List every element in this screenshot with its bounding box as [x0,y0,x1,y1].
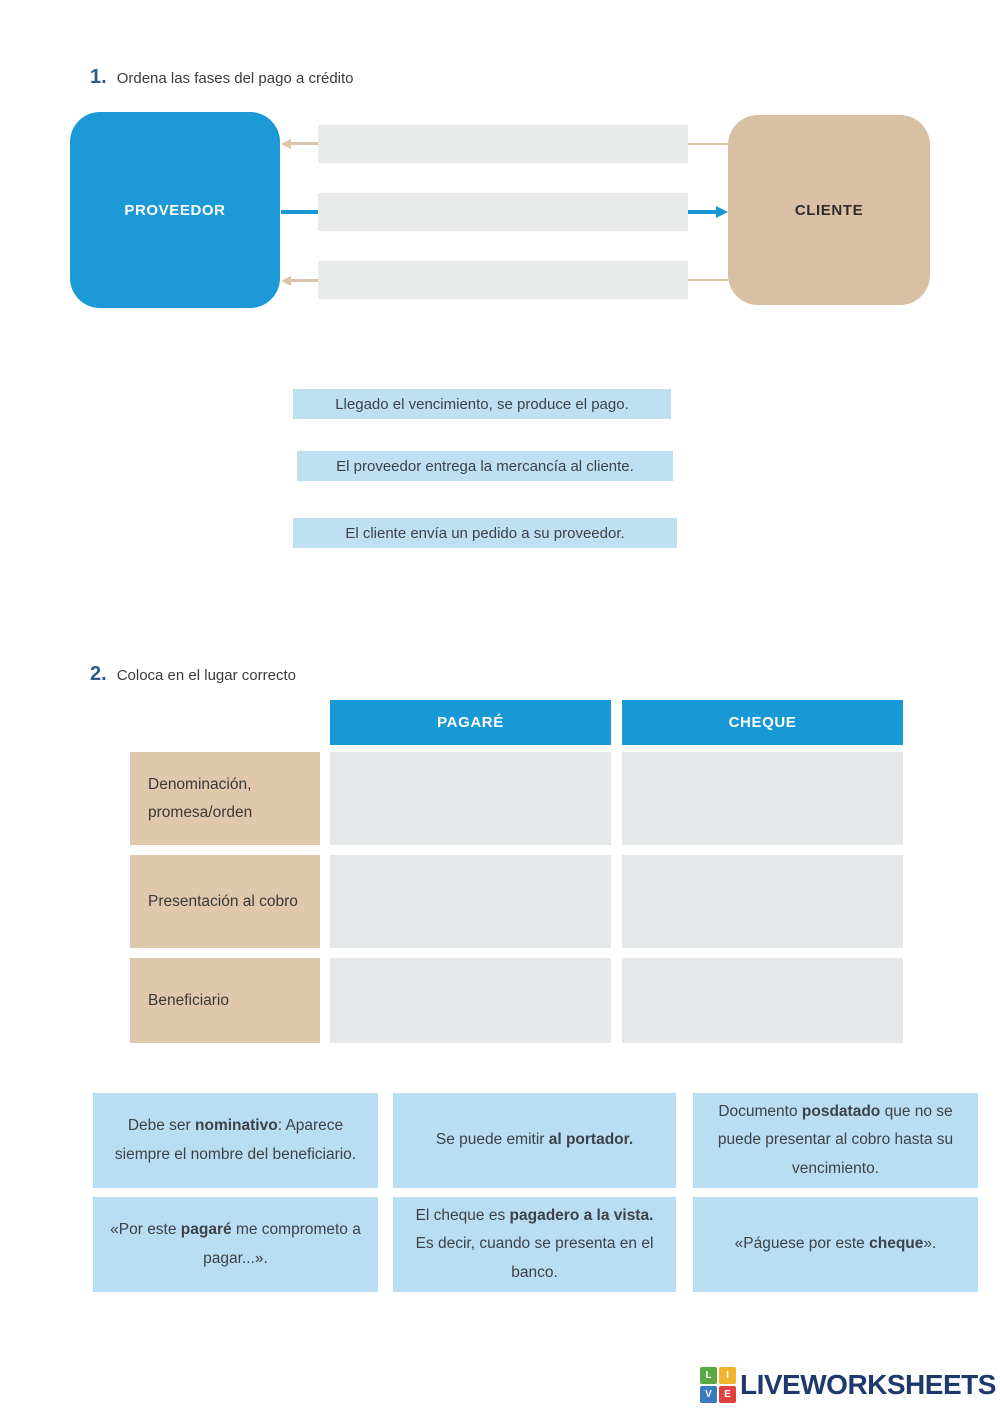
row-label-denominacion: Denominación, promesa/orden [130,752,320,845]
arrow-left-icon [281,276,291,286]
logo-square-i: I [719,1367,736,1384]
arrow-line-mid-left [281,210,318,214]
answer-slot-1[interactable] [318,125,688,163]
liveworksheets-logo-text: LIVEWORKSHEETS [740,1369,996,1400]
drag-chip-cheque-quote[interactable]: «Páguese por este cheque». [693,1197,978,1292]
table-header-pagare: PAGARÉ [330,700,611,745]
drop-cell-cheque-beneficiario[interactable] [622,958,903,1043]
table-header-cheque: CHEQUE [622,700,903,745]
drag-chip-delivery[interactable]: El proveedor entrega la mercancía al cli… [297,451,673,481]
drop-cell-pagare-presentacion[interactable] [330,855,611,948]
logo-square-v: V [700,1386,717,1403]
row-label-presentacion: Presentación al cobro [130,855,320,948]
drag-chip-portador[interactable]: Se puede emitir al portador. [393,1093,676,1188]
client-label: CLIENTE [794,201,864,219]
arrow-line-top-left [290,142,318,145]
client-box: CLIENTE [728,115,930,305]
logo-square-e: E [719,1386,736,1403]
arrow-left-icon [281,139,291,149]
drag-chip-pagare-quote[interactable]: «Por este pagaré me comprometo a pagar..… [93,1197,378,1292]
section2-title-text: Coloca en el lugar correcto [116,667,296,684]
provider-label: PROVEEDOR [124,201,226,219]
drag-chip-posdatado[interactable]: Documento posdatado que no se puede pres… [693,1093,978,1188]
liveworksheets-logo-icon: L I V E [700,1367,736,1403]
liveworksheets-logo[interactable]: L I V E LIVEWORKSHEETS [700,1367,996,1403]
drag-chip-payment[interactable]: Llegado el vencimiento, se produce el pa… [293,389,671,419]
row-label-beneficiario: Beneficiario [130,958,320,1043]
drop-cell-cheque-denominacion[interactable] [622,752,903,845]
drag-chip-order[interactable]: El cliente envía un pedido a su proveedo… [293,518,677,548]
section1-title: 1. Ordena las fases del pago a crédito [90,66,354,89]
provider-box: PROVEEDOR [70,112,280,308]
header-cheque-label: CHEQUE [728,714,797,731]
drag-chip-pagadero-vista[interactable]: El cheque es pagadero a la vista. Es dec… [393,1197,676,1292]
logo-square-l: L [700,1367,717,1384]
arrow-right-icon [716,206,728,218]
section1-title-text: Ordena las fases del pago a crédito [116,70,354,87]
arrow-line-bottom-right [688,279,728,281]
drag-chip-nominativo[interactable]: Debe ser nominativo: Aparece siempre el … [93,1093,378,1188]
arrow-line-top-right [688,143,728,145]
drop-cell-pagare-denominacion[interactable] [330,752,611,845]
drop-cell-pagare-beneficiario[interactable] [330,958,611,1043]
arrow-line-mid-right [688,210,716,214]
section1-number: 1. [90,66,107,88]
section2-title: 2. Coloca en el lugar correcto [90,663,296,686]
drop-cell-cheque-presentacion[interactable] [622,855,903,948]
header-pagare-label: PAGARÉ [437,714,504,731]
answer-slot-3[interactable] [318,261,688,299]
answer-slot-2[interactable] [318,193,688,231]
arrow-line-bottom-left [290,279,318,282]
section2-number: 2. [90,663,107,685]
